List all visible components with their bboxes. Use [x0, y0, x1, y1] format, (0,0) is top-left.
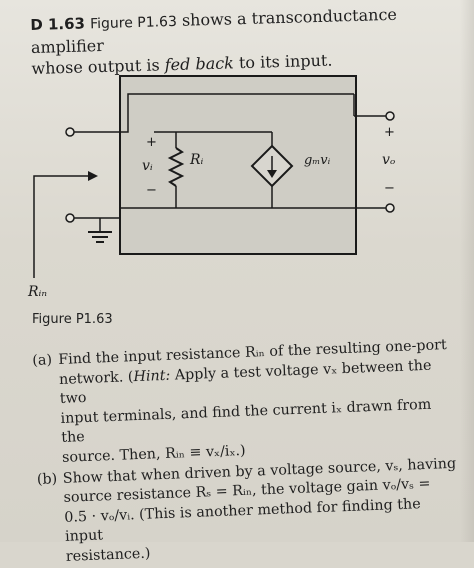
circuit-diagram: + vᵢ − Rᵢ gₘvᵢ + vₒ − Rᵢₙ	[27, 75, 395, 300]
figure-caption: Figure P1.63	[32, 312, 113, 327]
source-arrowhead	[267, 170, 277, 178]
vo-plus-label: +	[384, 125, 395, 140]
problem-number: D 1.63	[30, 14, 86, 34]
input-terminal-bottom	[65, 213, 75, 223]
gm-vi-label: gₘvᵢ	[304, 153, 331, 168]
ri-label: Rᵢ	[189, 152, 204, 168]
page-edge-shadow	[460, 0, 474, 542]
rin-arrow-line	[33, 175, 90, 278]
question-a-label: (a)	[32, 352, 53, 369]
input-terminal-top	[65, 127, 75, 137]
vo-label: vₒ	[382, 152, 395, 168]
rin-arrowhead	[88, 171, 98, 181]
vi-minus-label: −	[146, 183, 157, 198]
resistor-ri-zigzag	[167, 147, 185, 187]
question-b-label: (b)	[36, 470, 58, 488]
question-a-text: network. (	[58, 368, 134, 388]
vo-minus-label: −	[384, 181, 395, 196]
question-a: (a) Find the input resistance Rᵢₙ of the…	[32, 336, 456, 470]
hint-label: Hint:	[133, 367, 171, 385]
vi-plus-label: +	[146, 135, 157, 150]
amplifier-box	[119, 75, 357, 255]
figure-reference: Figure P1.63	[89, 13, 178, 33]
output-terminal-bottom	[385, 203, 395, 213]
vi-label: vᵢ	[142, 158, 153, 174]
question-b: (b) Show that when driven by a voltage s…	[37, 454, 460, 568]
output-terminal-top	[385, 111, 395, 121]
rin-label: Rᵢₙ	[27, 284, 47, 300]
feedback-wire-top	[120, 93, 354, 133]
question-list: (a) Find the input resistance Rᵢₙ of the…	[32, 336, 460, 568]
